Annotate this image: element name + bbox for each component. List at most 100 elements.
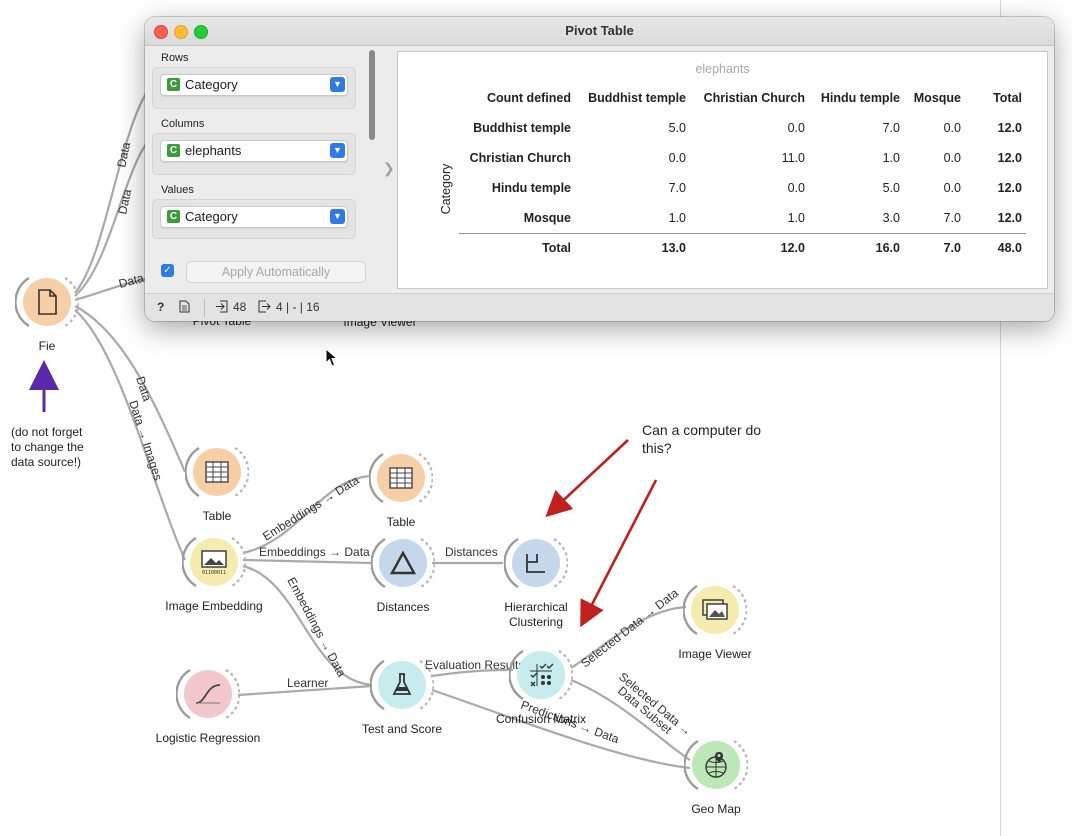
row-label: Hindu temple	[491, 181, 571, 195]
maximize-button[interactable]	[194, 25, 208, 39]
header-col: Mosque	[913, 91, 961, 105]
categorical-icon: C	[167, 78, 180, 91]
output-icon	[258, 300, 271, 316]
table-cell: 0.0	[943, 151, 961, 165]
link-file-table	[74, 305, 187, 473]
report-icon[interactable]	[179, 300, 190, 316]
row-total: 12.0	[997, 211, 1022, 225]
node-title-test-score: Test and Score	[361, 722, 443, 736]
row-total: 12.0	[997, 181, 1022, 195]
chevron-right-icon[interactable]: ❯	[383, 160, 395, 176]
file-icon	[15, 276, 79, 328]
categorical-icon: C	[167, 210, 180, 223]
minimize-button[interactable]	[174, 25, 188, 39]
node-title-confusion: Confusion Matrix	[495, 712, 587, 726]
column-total: 16.0	[875, 241, 900, 255]
table-cell: 1.0	[882, 151, 900, 165]
link-file-embedding	[74, 309, 187, 561]
totals-label: Total	[542, 241, 571, 255]
values-label: Values	[161, 184, 194, 196]
status-divider	[204, 299, 205, 317]
totals-separator	[459, 233, 1026, 234]
status-bar: ? 48 4 | - | 16	[145, 293, 1054, 321]
node-title-image-viewer: Image Viewer	[678, 647, 752, 661]
columns-value: elephants	[185, 143, 242, 158]
table-cell: 0.0	[943, 121, 961, 135]
row-label: Christian Church	[469, 151, 571, 165]
apply-automatically-checkbox[interactable]: ✓	[161, 264, 174, 277]
link-log-test	[237, 684, 373, 697]
note-reminder: (do not forget to change the data source…	[11, 425, 84, 469]
output-summary: 4 | - | 16	[276, 300, 320, 314]
pivot-table: elephants Category Count defined Buddhis…	[397, 51, 1048, 289]
values-value: Category	[185, 209, 238, 224]
values-combo[interactable]: C Category ▼	[160, 206, 348, 228]
rows-label: Rows	[161, 52, 189, 64]
row-label: Buddhist temple	[473, 121, 571, 135]
link-label-emb3: Embeddings → Data	[284, 575, 348, 680]
table-cell: 11.0	[781, 151, 805, 165]
header-count-defined: Count defined	[486, 91, 571, 105]
table-cell: 5.0	[882, 181, 900, 195]
node-title-hierarchical: Hierarchical Clustering	[504, 600, 568, 629]
link-emb-distances	[242, 558, 373, 565]
header-col: Christian Church	[703, 91, 805, 105]
mouse-cursor-icon	[325, 348, 339, 367]
link-label-eval: Evaluation Results	[425, 658, 524, 672]
node-title-distances: Distances	[376, 600, 430, 614]
dendrogram-icon	[504, 537, 568, 589]
table-icon	[369, 452, 433, 504]
node-title-image-embedding: Image Embedding	[165, 599, 263, 613]
close-button[interactable]	[154, 25, 168, 39]
workflow-links: Data Data Data Data Data → Images Embedd…	[29, 74, 695, 770]
link-label-data-images: Data → Images	[126, 399, 165, 483]
chevron-down-icon[interactable]: ▼	[330, 143, 345, 158]
note-question: Can a computer do this?	[642, 422, 762, 456]
canvas-edge	[1000, 0, 1001, 836]
table-cell: 7.0	[668, 181, 686, 195]
node-title-logistic: Logistic Regression	[155, 731, 261, 745]
confusion-matrix-icon	[509, 649, 573, 701]
link-emb-test	[242, 564, 373, 687]
table-cell: 0.0	[943, 181, 961, 195]
node-title-table-1: Table	[202, 509, 232, 523]
columns-box: C elephants ▼	[152, 133, 356, 175]
control-area-scrollbar[interactable]	[369, 50, 375, 140]
grand-total: 48.0	[997, 241, 1022, 255]
link-label-data1: Data	[114, 141, 133, 169]
column-total: 12.0	[780, 241, 805, 255]
pivot-table-window[interactable]: Pivot Table Rows C Category ▼ Columns C …	[145, 17, 1054, 321]
column-variable-label: elephants	[695, 62, 750, 76]
table-cell: 7.0	[943, 211, 961, 225]
link-label-learner: Learner	[287, 676, 328, 690]
table-cell: 3.0	[882, 211, 900, 225]
window-titlebar[interactable]: Pivot Table	[145, 17, 1054, 46]
table-cell: 0.0	[787, 121, 805, 135]
categorical-icon: C	[167, 144, 180, 157]
table-cell: 1.0	[668, 211, 686, 225]
link-label-emb2: Embeddings → Data	[259, 545, 370, 559]
question-arrow-2	[580, 479, 658, 628]
columns-label: Columns	[161, 118, 205, 130]
flask-icon	[370, 659, 434, 711]
node-title-file: Fie	[38, 339, 56, 353]
rows-value: Category	[185, 77, 238, 92]
node-title-table-2: Table	[386, 515, 416, 529]
chevron-down-icon[interactable]: ▼	[330, 209, 345, 224]
rows-combo[interactable]: C Category ▼	[160, 74, 348, 96]
row-variable-label: Category	[439, 163, 453, 215]
help-icon[interactable]: ?	[157, 300, 165, 314]
window-title: Pivot Table	[565, 23, 634, 38]
chevron-down-icon[interactable]: ▼	[330, 77, 345, 92]
header-col: Buddhist temple	[588, 91, 686, 105]
svg-text:01100011: 01100011	[202, 570, 226, 575]
input-icon	[215, 300, 228, 316]
logistic-curve-icon	[176, 668, 240, 720]
row-total: 12.0	[997, 151, 1022, 165]
link-conf-geomap	[570, 678, 691, 761]
columns-combo[interactable]: C elephants ▼	[160, 140, 348, 162]
link-label-distances: Distances	[445, 545, 498, 559]
link-label-data3: Data	[117, 271, 145, 291]
apply-automatically-button[interactable]: Apply Automatically	[186, 261, 366, 283]
distances-icon	[371, 537, 435, 589]
